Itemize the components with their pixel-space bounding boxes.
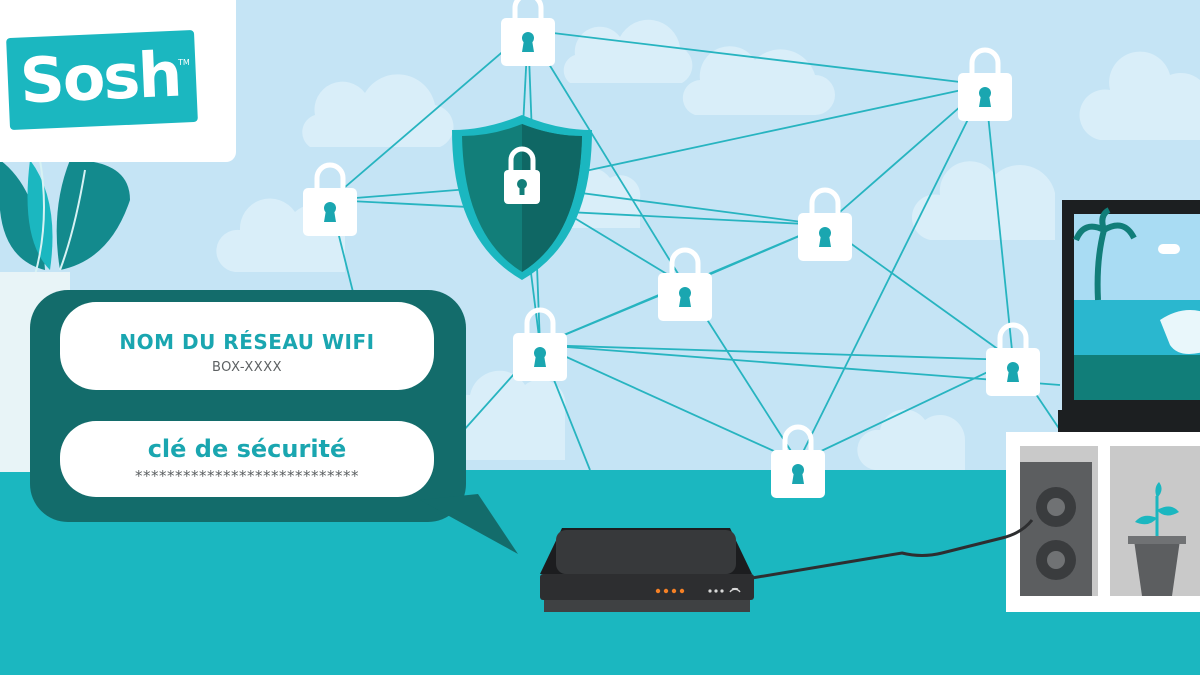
router-cable <box>751 519 1034 580</box>
shield-icon <box>452 115 592 280</box>
tv-cabinet <box>1006 432 1200 612</box>
network-name-value: BOX-XXXX <box>211 360 282 375</box>
logo-card: Sosh TM <box>0 0 236 162</box>
security-key-label: clé de sécurité <box>147 435 347 463</box>
security-key-pill: clé de sécurité ************************… <box>60 421 434 497</box>
brand-logo: Sosh <box>18 37 182 118</box>
network-name-label: NOM DU RÉSEAU WIFI <box>119 330 375 354</box>
router-icon <box>540 528 754 612</box>
wifi-icon <box>729 587 741 593</box>
trademark-mark: TM <box>178 58 190 67</box>
network-name-pill: NOM DU RÉSEAU WIFI BOX-XXXX <box>60 302 434 390</box>
television-icon <box>1058 200 1200 432</box>
security-key-value: **************************** <box>135 467 359 485</box>
clouds <box>216 19 1200 470</box>
